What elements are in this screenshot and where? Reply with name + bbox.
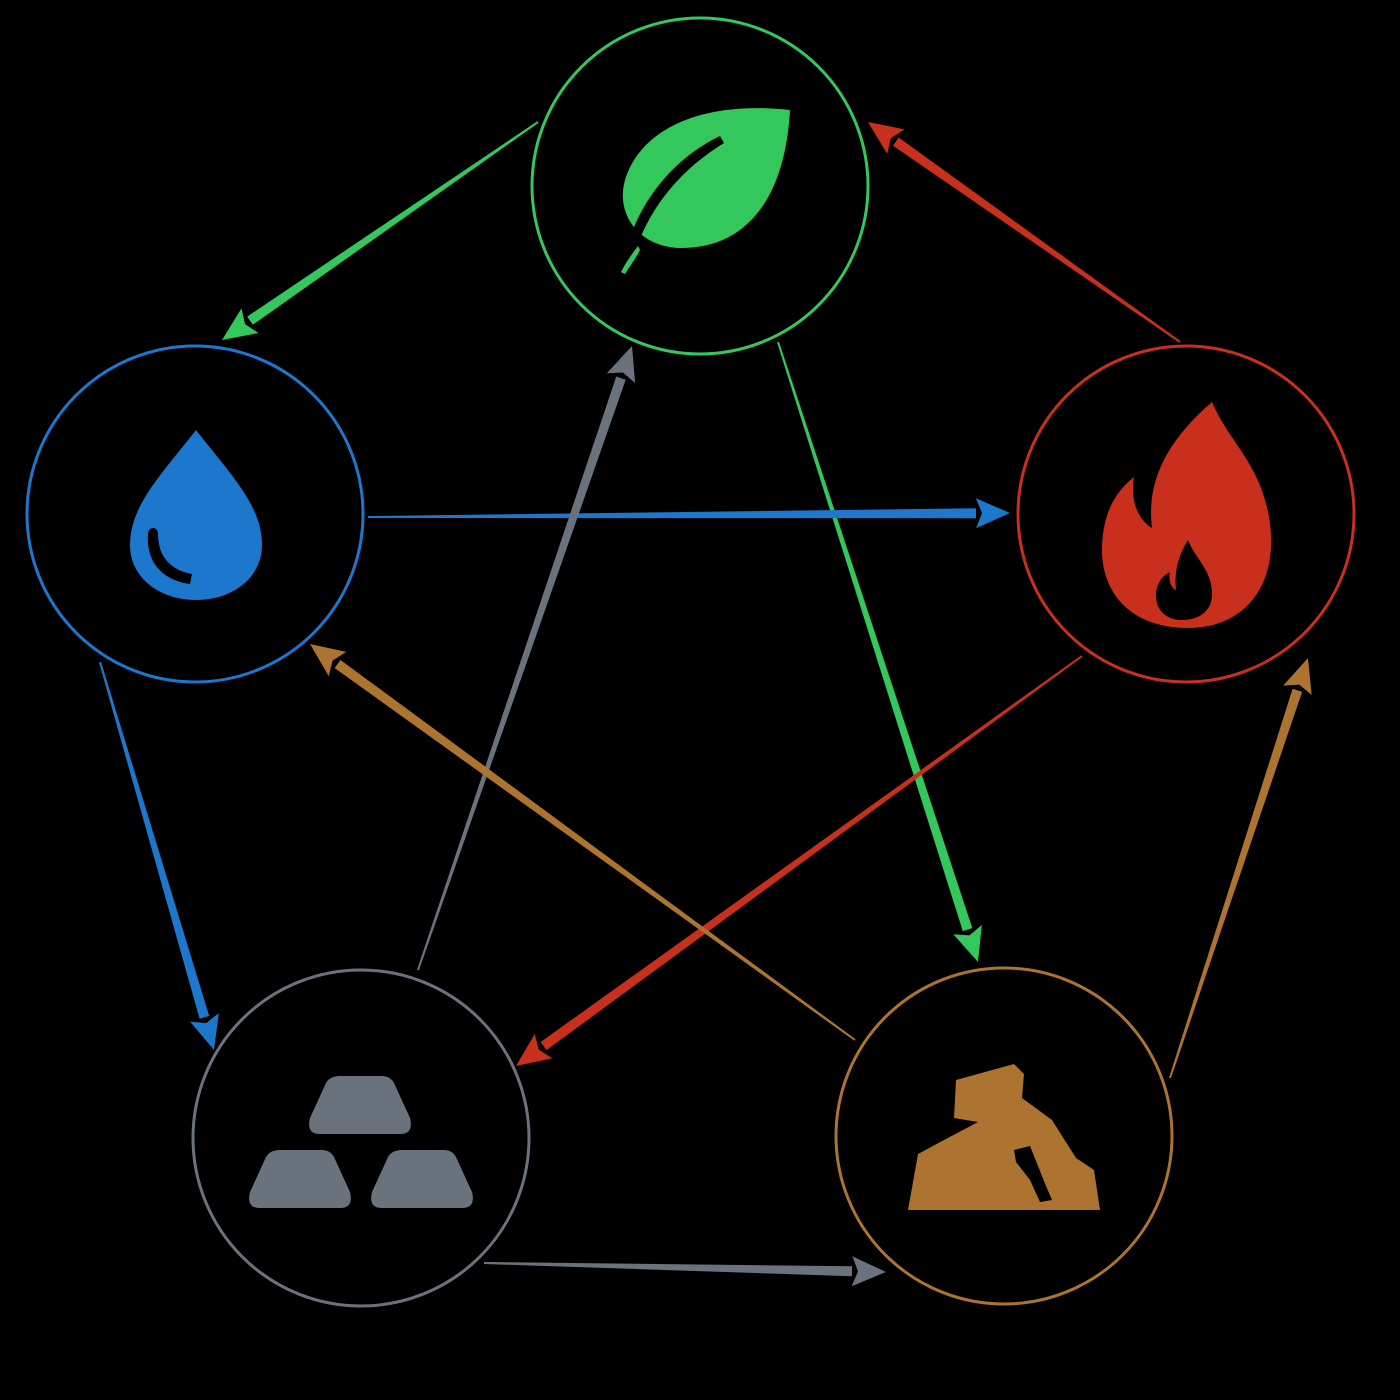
arrow-metal-earth: [483, 1256, 886, 1287]
rock-icon: [908, 1064, 1100, 1210]
arrow-head: [1283, 658, 1312, 695]
arrow-head: [516, 1033, 553, 1066]
node-earth-ring: [834, 966, 1174, 1306]
arrow-shaft: [99, 661, 210, 1019]
arrow-shaft: [892, 137, 1181, 343]
node-wood-ring: [530, 16, 870, 356]
flame-icon: [1101, 402, 1272, 628]
leaf-icon: [621, 108, 790, 274]
arrow-shaft: [334, 659, 856, 1041]
arrow-head: [310, 644, 347, 677]
arrow-water-metal: [99, 661, 219, 1050]
arrow-head: [851, 1256, 886, 1287]
node-metal: [191, 968, 531, 1308]
arrow-wood-earth: [777, 341, 982, 962]
node-water-ring: [25, 344, 365, 684]
arrow-metal-wood: [417, 346, 636, 971]
node-wood: [530, 16, 870, 356]
arrow-shaft: [367, 508, 977, 519]
node-fire: [1016, 344, 1356, 684]
node-water: [25, 344, 365, 684]
arrow-head: [868, 122, 905, 154]
node-metal-ring: [191, 968, 531, 1308]
arrow-fire-wood: [868, 122, 1181, 343]
arrow-wood-water: [222, 121, 539, 340]
arrow-head: [606, 346, 636, 384]
arrow-shaft: [1169, 688, 1303, 1079]
arrow-shaft: [540, 655, 1083, 1051]
arrow-shaft: [417, 376, 626, 971]
arrow-head: [222, 308, 259, 340]
arrow-head: [953, 925, 982, 962]
arrow-shaft: [777, 341, 973, 932]
arrow-fire-metal: [516, 655, 1083, 1066]
arrow-head: [975, 498, 1010, 529]
arrow-water-fire: [367, 498, 1010, 529]
arrows-layer: [99, 121, 1312, 1287]
metal-ingots-icon: [249, 1076, 473, 1208]
arrow-earth-water: [310, 644, 856, 1041]
arrow-head: [190, 1013, 219, 1050]
arrow-shaft: [247, 121, 539, 325]
arrow-shaft: [483, 1262, 853, 1277]
node-earth: [834, 966, 1174, 1306]
node-fire-ring: [1016, 344, 1356, 684]
arrow-earth-fire: [1169, 658, 1312, 1079]
water-drop-icon: [130, 430, 262, 600]
